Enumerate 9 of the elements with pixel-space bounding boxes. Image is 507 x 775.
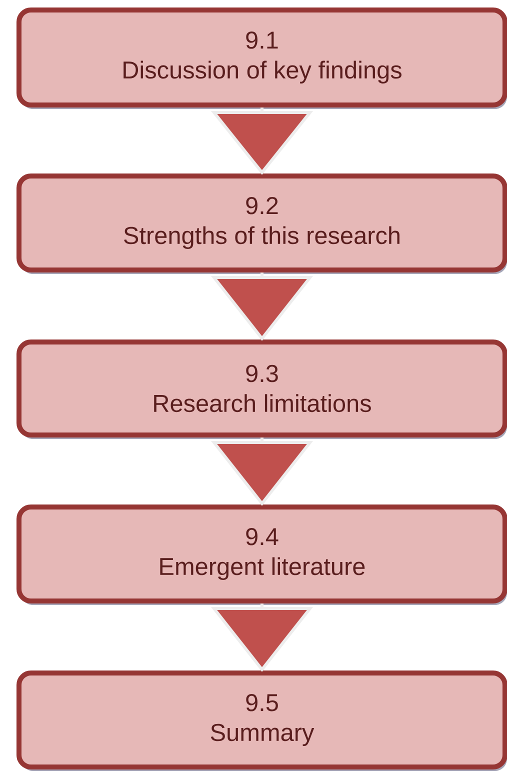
process-box: 9.1 Discussion of key findings [16, 8, 507, 109]
arrow [210, 106, 314, 175]
process-box: 9.2 Strengths of this research [16, 174, 507, 274]
arrow [210, 271, 314, 341]
arrow [210, 602, 314, 672]
arrow [210, 436, 314, 506]
process-box: 9.4 Emergent literature [16, 504, 507, 605]
process-box: 9.3 Research limitations [16, 340, 507, 439]
process-box: 9.5 Summary [16, 670, 507, 771]
